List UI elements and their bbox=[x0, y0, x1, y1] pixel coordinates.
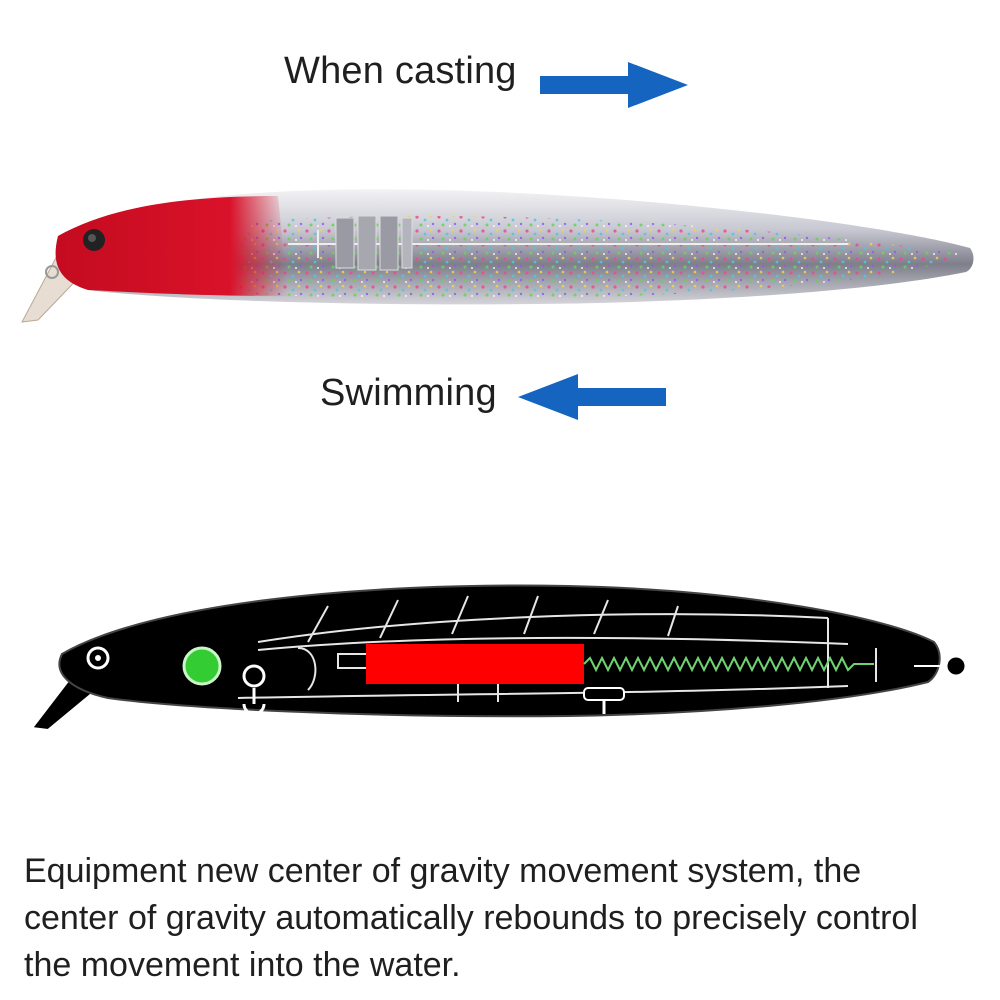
caption-line-3: the movement into the water. bbox=[24, 946, 461, 984]
caption-line-1: Equipment new center of gravity movement… bbox=[24, 852, 862, 890]
lure-photo bbox=[21, 189, 974, 323]
arrow-right-icon bbox=[540, 62, 688, 108]
casting-label: When casting bbox=[284, 50, 517, 92]
arrow-left-icon bbox=[518, 374, 666, 420]
swimming-label: Swimming bbox=[320, 372, 497, 414]
lure-cross-section-diagram bbox=[30, 584, 968, 732]
caption-line-2: center of gravity automatically rebounds… bbox=[24, 899, 918, 937]
description-caption: Equipment new center of gravity movement… bbox=[24, 848, 984, 989]
